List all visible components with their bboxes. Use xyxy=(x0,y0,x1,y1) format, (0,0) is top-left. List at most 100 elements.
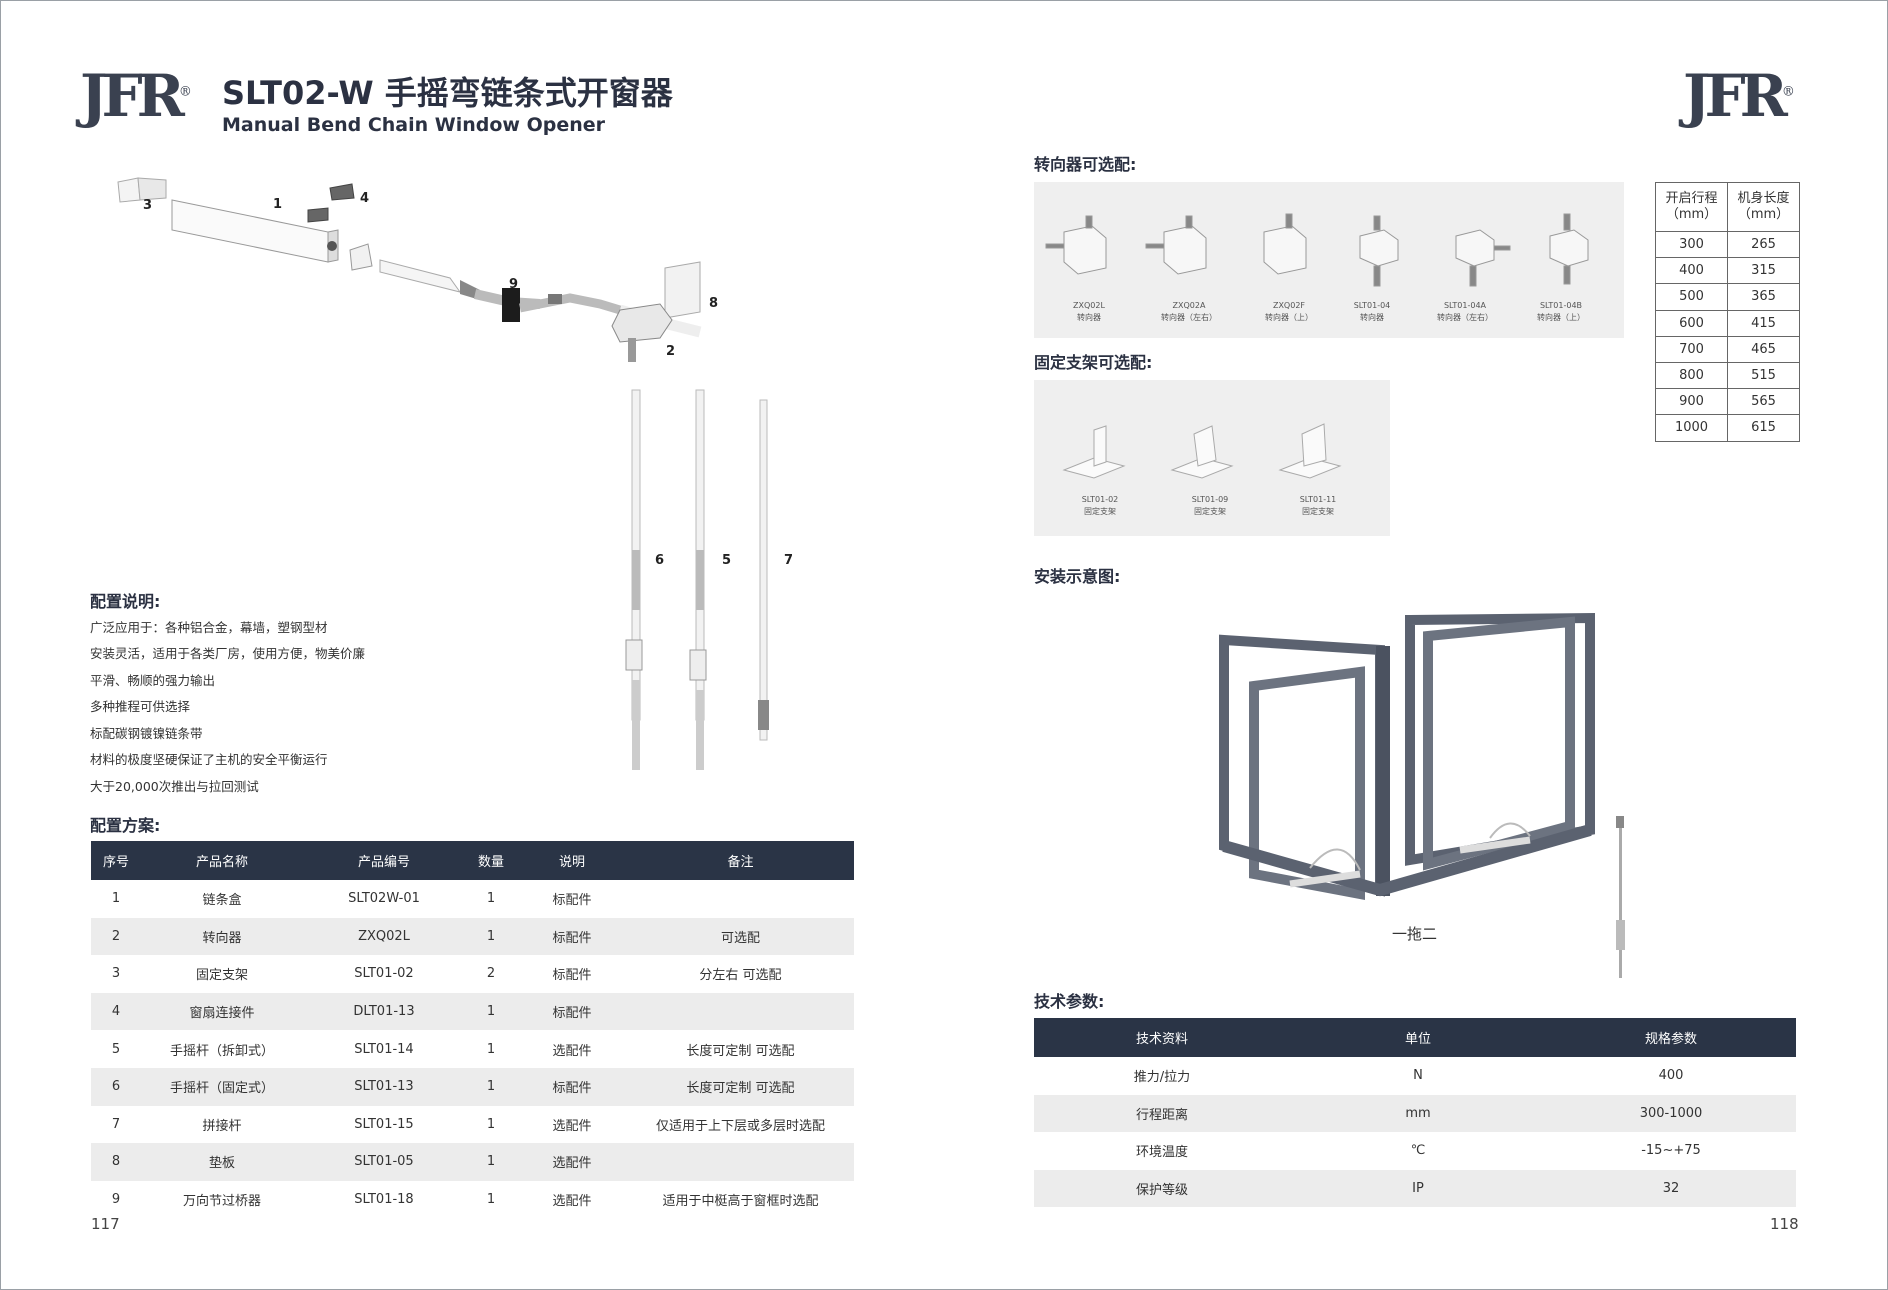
diagram-label: 5 xyxy=(722,553,732,568)
table-cell: 窗扇连接件 xyxy=(141,992,303,1031)
table-cell xyxy=(627,992,854,1031)
table-cell: 1 xyxy=(486,1116,496,1132)
table-cell: 2 xyxy=(486,966,496,982)
tech-heading: 技术参数: xyxy=(1034,992,1105,1011)
diagram-label: 2 xyxy=(666,344,676,359)
table-header-row: 技术资料 单位 规格参数 xyxy=(1034,1018,1796,1057)
table-cell: SLT01-18 xyxy=(354,1192,414,1208)
table-cell xyxy=(627,880,854,918)
col-header: 规格参数 xyxy=(1546,1018,1796,1057)
table-cell: 315 xyxy=(1727,257,1800,285)
feature-item: 大于20,000次推出与拉回测试 xyxy=(90,779,259,794)
table-cell: 选配件 xyxy=(552,1194,592,1210)
col-header: 说明 xyxy=(517,841,627,880)
feature-item: 安装灵活，适用于各类厂房，使用方便，物美价廉 xyxy=(90,646,366,661)
table-cell: 515 xyxy=(1727,361,1800,390)
steering-heading: 转向器可选配: xyxy=(1034,155,1137,174)
page-title-cn: SLT02-W 手摇弯链条式开窗器 xyxy=(222,74,673,112)
page-title-en: Manual Bend Chain Window Opener xyxy=(222,114,606,136)
col-header: 开启行程 （mm） xyxy=(1655,182,1728,232)
table-cell: 6 xyxy=(91,1067,141,1106)
diagram-label: 7 xyxy=(784,553,794,568)
table-header-row: 序号 产品名称 产品编号 数量 说明 备注 xyxy=(91,841,854,880)
feature-item: 标配碳钢镀镍链条带 xyxy=(90,726,203,741)
table-cell: 保护等级 xyxy=(1034,1169,1290,1208)
config-plan-heading: 配置方案: xyxy=(90,816,161,835)
col-header: 数量 xyxy=(465,841,517,880)
install-heading: 安装示意图: xyxy=(1034,567,1121,586)
table-cell: -15~+75 xyxy=(1641,1143,1701,1159)
table-cell: 可选配 xyxy=(627,917,854,956)
table-cell: 转向器 xyxy=(141,917,303,956)
table-cell: 行程距离 xyxy=(1034,1094,1290,1133)
table-cell: 长度可定制 可选配 xyxy=(627,1067,854,1106)
table-cell: 1 xyxy=(465,1067,517,1106)
table-cell: ZXQ02L xyxy=(303,917,465,956)
col-header: 机身长度 （mm） xyxy=(1727,182,1800,232)
table-cell: 1 xyxy=(486,1192,496,1208)
table-cell: 固定支架 xyxy=(195,968,248,984)
bracket-images xyxy=(1062,423,1342,479)
table-cell: 7 xyxy=(111,1116,121,1132)
table-cell: 3 xyxy=(111,966,121,982)
diagram-label: 3 xyxy=(143,198,153,213)
table-cell: SLT01-05 xyxy=(303,1143,465,1181)
table-row: 环境温度℃-15~+75 xyxy=(1034,1132,1796,1170)
steering-options-panel xyxy=(1034,182,1624,338)
table-cell: 300-1000 xyxy=(1546,1094,1796,1133)
table-cell: 1 xyxy=(111,891,121,907)
table-cell: SLT01-13 xyxy=(303,1067,465,1106)
table-cell: 400 xyxy=(1655,257,1728,285)
table-cell: 500 xyxy=(1655,283,1728,311)
col-header: 备注 xyxy=(627,841,854,880)
table-cell: 链条盒 xyxy=(202,893,242,909)
table-cell: 1 xyxy=(465,917,517,956)
table-cell: 标配件 xyxy=(552,893,592,909)
brand-logo-right: JFR® xyxy=(1683,62,1795,130)
table-cell: SLT01-14 xyxy=(354,1041,414,1057)
diagram-label: 8 xyxy=(709,296,719,311)
table-cell: 手摇杆（固定式） xyxy=(141,1067,303,1106)
table-cell: 300 xyxy=(1655,230,1728,259)
steering-images xyxy=(1045,213,1589,287)
table-cell: IP xyxy=(1290,1169,1546,1208)
table-cell: 900 xyxy=(1655,388,1728,416)
table-cell: 仅适用于上下层或多层时选配 xyxy=(655,1118,825,1134)
install-caption: 一拖二 xyxy=(1392,925,1438,943)
config-desc-heading: 配置说明: xyxy=(90,592,161,611)
table-cell: N xyxy=(1413,1068,1423,1084)
table-cell: 2 xyxy=(91,917,141,956)
bracket-options-panel xyxy=(1034,380,1390,536)
table-cell: 适用于中梃高于窗框时选配 xyxy=(662,1194,819,1210)
diagram-label: 4 xyxy=(360,191,370,206)
diagram-label: 9 xyxy=(509,277,519,292)
feature-item: 多种推程可供选择 xyxy=(90,699,191,714)
table-cell: ℃ xyxy=(1410,1143,1426,1159)
table-cell: SLT01-15 xyxy=(354,1116,414,1132)
col-header: 技术资料 xyxy=(1034,1018,1290,1057)
table-cell: 4 xyxy=(91,992,141,1031)
